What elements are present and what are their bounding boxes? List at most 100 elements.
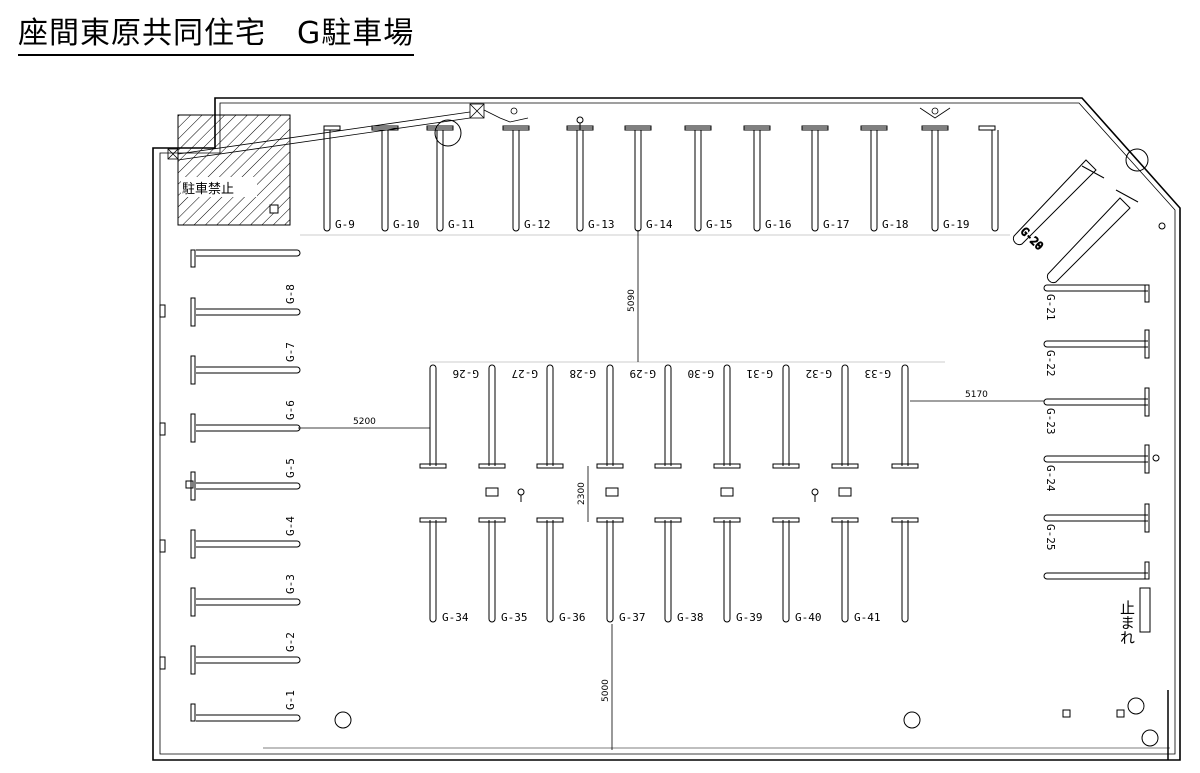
space-label: G-20: [1018, 225, 1046, 253]
space-label: G-7: [284, 342, 297, 362]
space-label: G-8: [284, 284, 297, 304]
stall-divider: [891, 364, 919, 469]
stall-divider: [654, 517, 682, 623]
space-label: G-29: [630, 367, 657, 380]
stall-divider: [190, 645, 301, 675]
stall-divider: [860, 125, 888, 232]
dim-top-aisle: 5090: [627, 289, 637, 312]
stall-divider: [190, 471, 301, 501]
center-island-marks: [485, 116, 1160, 502]
top-row-spaces: [323, 125, 999, 232]
center-lower-spaces: [419, 517, 919, 623]
space-label: G-11: [448, 218, 475, 231]
stall-divider: [419, 364, 447, 469]
space-label: G-33: [865, 367, 892, 380]
no-parking-zone: 駐車禁止: [177, 114, 291, 226]
space-label: G-41: [854, 611, 881, 624]
stall-divider: [713, 517, 741, 623]
stall-divider: [478, 517, 506, 623]
dim-bottom-gap: 5000: [601, 679, 611, 702]
stall-divider: [831, 364, 859, 469]
stall-divider: [1043, 329, 1150, 359]
stop-label: 止まれ: [1118, 600, 1136, 645]
stall-divider: [190, 529, 301, 559]
space-label: G-2: [284, 632, 297, 652]
space-label: G-28: [570, 367, 597, 380]
no-parking-label: 駐車禁止: [182, 182, 234, 197]
space-label: G-35: [501, 611, 528, 624]
stall-divider: [713, 364, 741, 469]
stall-divider: [1043, 561, 1150, 580]
space-label: G-15: [706, 218, 733, 231]
space-label: G-4: [284, 516, 297, 536]
space-label: G-1: [284, 690, 297, 710]
stall-divider: [190, 297, 301, 327]
space-label: G-18: [882, 218, 909, 231]
stall-divider: [371, 125, 399, 232]
space-label: G-9: [335, 218, 355, 231]
space-label: G-25: [1044, 524, 1057, 551]
dim-right-gap: 5170: [965, 390, 988, 400]
stall-divider: [323, 125, 341, 232]
space-label: G-36: [559, 611, 586, 624]
stall-divider: [743, 125, 771, 232]
stall-divider: [536, 517, 564, 623]
site-circles: [185, 119, 1169, 760]
space-label: G-34: [442, 611, 469, 624]
wall-ticks: [159, 304, 166, 670]
dimension-lines: [298, 230, 1044, 750]
stall-divider: [190, 249, 301, 268]
space-label: G-3: [284, 574, 297, 594]
site-boundary: [152, 97, 1181, 761]
stall-divider: [921, 125, 949, 232]
space-label: G-38: [677, 611, 704, 624]
stall-divider: [1043, 284, 1150, 303]
dim-left-gap: 5200: [353, 417, 376, 427]
center-upper-spaces: [419, 364, 919, 469]
space-label: G-26: [453, 367, 480, 380]
stall-divider: [596, 517, 624, 623]
stall-divider: [536, 364, 564, 469]
space-label: G-27: [512, 367, 539, 380]
page-title: 座間東原共同住宅 G駐車場: [18, 16, 415, 56]
stall-divider: [596, 364, 624, 469]
space-label: G-16: [765, 218, 792, 231]
space-label: G-17: [823, 218, 850, 231]
stall-divider: [190, 703, 301, 722]
stall-divider: [419, 517, 447, 623]
space-label: G-22: [1044, 350, 1057, 377]
stop-marking: 止まれ: [1118, 587, 1151, 645]
stall-divider: [684, 125, 712, 232]
space-label: G-5: [284, 458, 297, 478]
stall-divider: [654, 364, 682, 469]
stall-divider: [624, 125, 652, 232]
space-label: G-21: [1044, 294, 1057, 321]
stall-divider: [772, 364, 800, 469]
stall-divider: [801, 125, 829, 232]
space-label: G-40: [795, 611, 822, 624]
space-label: G-14: [646, 218, 673, 231]
stall-divider: [566, 125, 594, 232]
space-label: G-31: [747, 367, 774, 380]
space-label: G-10: [393, 218, 420, 231]
stall-divider: [772, 517, 800, 623]
space-label: G-19: [943, 218, 970, 231]
stall-divider: [1043, 387, 1150, 417]
space-label: G-24: [1044, 465, 1057, 492]
stall-divider: [1043, 503, 1150, 533]
space-label: G-12: [524, 218, 551, 231]
stall-divider: [891, 517, 919, 623]
left-column-spaces: [190, 249, 301, 722]
stall-divider: [478, 364, 506, 469]
stall-divider: [502, 125, 530, 232]
stall-divider: [190, 587, 301, 617]
space-label: G-37: [619, 611, 646, 624]
space-label: G-39: [736, 611, 763, 624]
stall-divider: [426, 125, 454, 232]
space-label: G-30: [688, 367, 715, 380]
stall-divider: [1043, 444, 1150, 474]
right-column-spaces: [1043, 284, 1150, 580]
stall-divider: [190, 355, 301, 385]
